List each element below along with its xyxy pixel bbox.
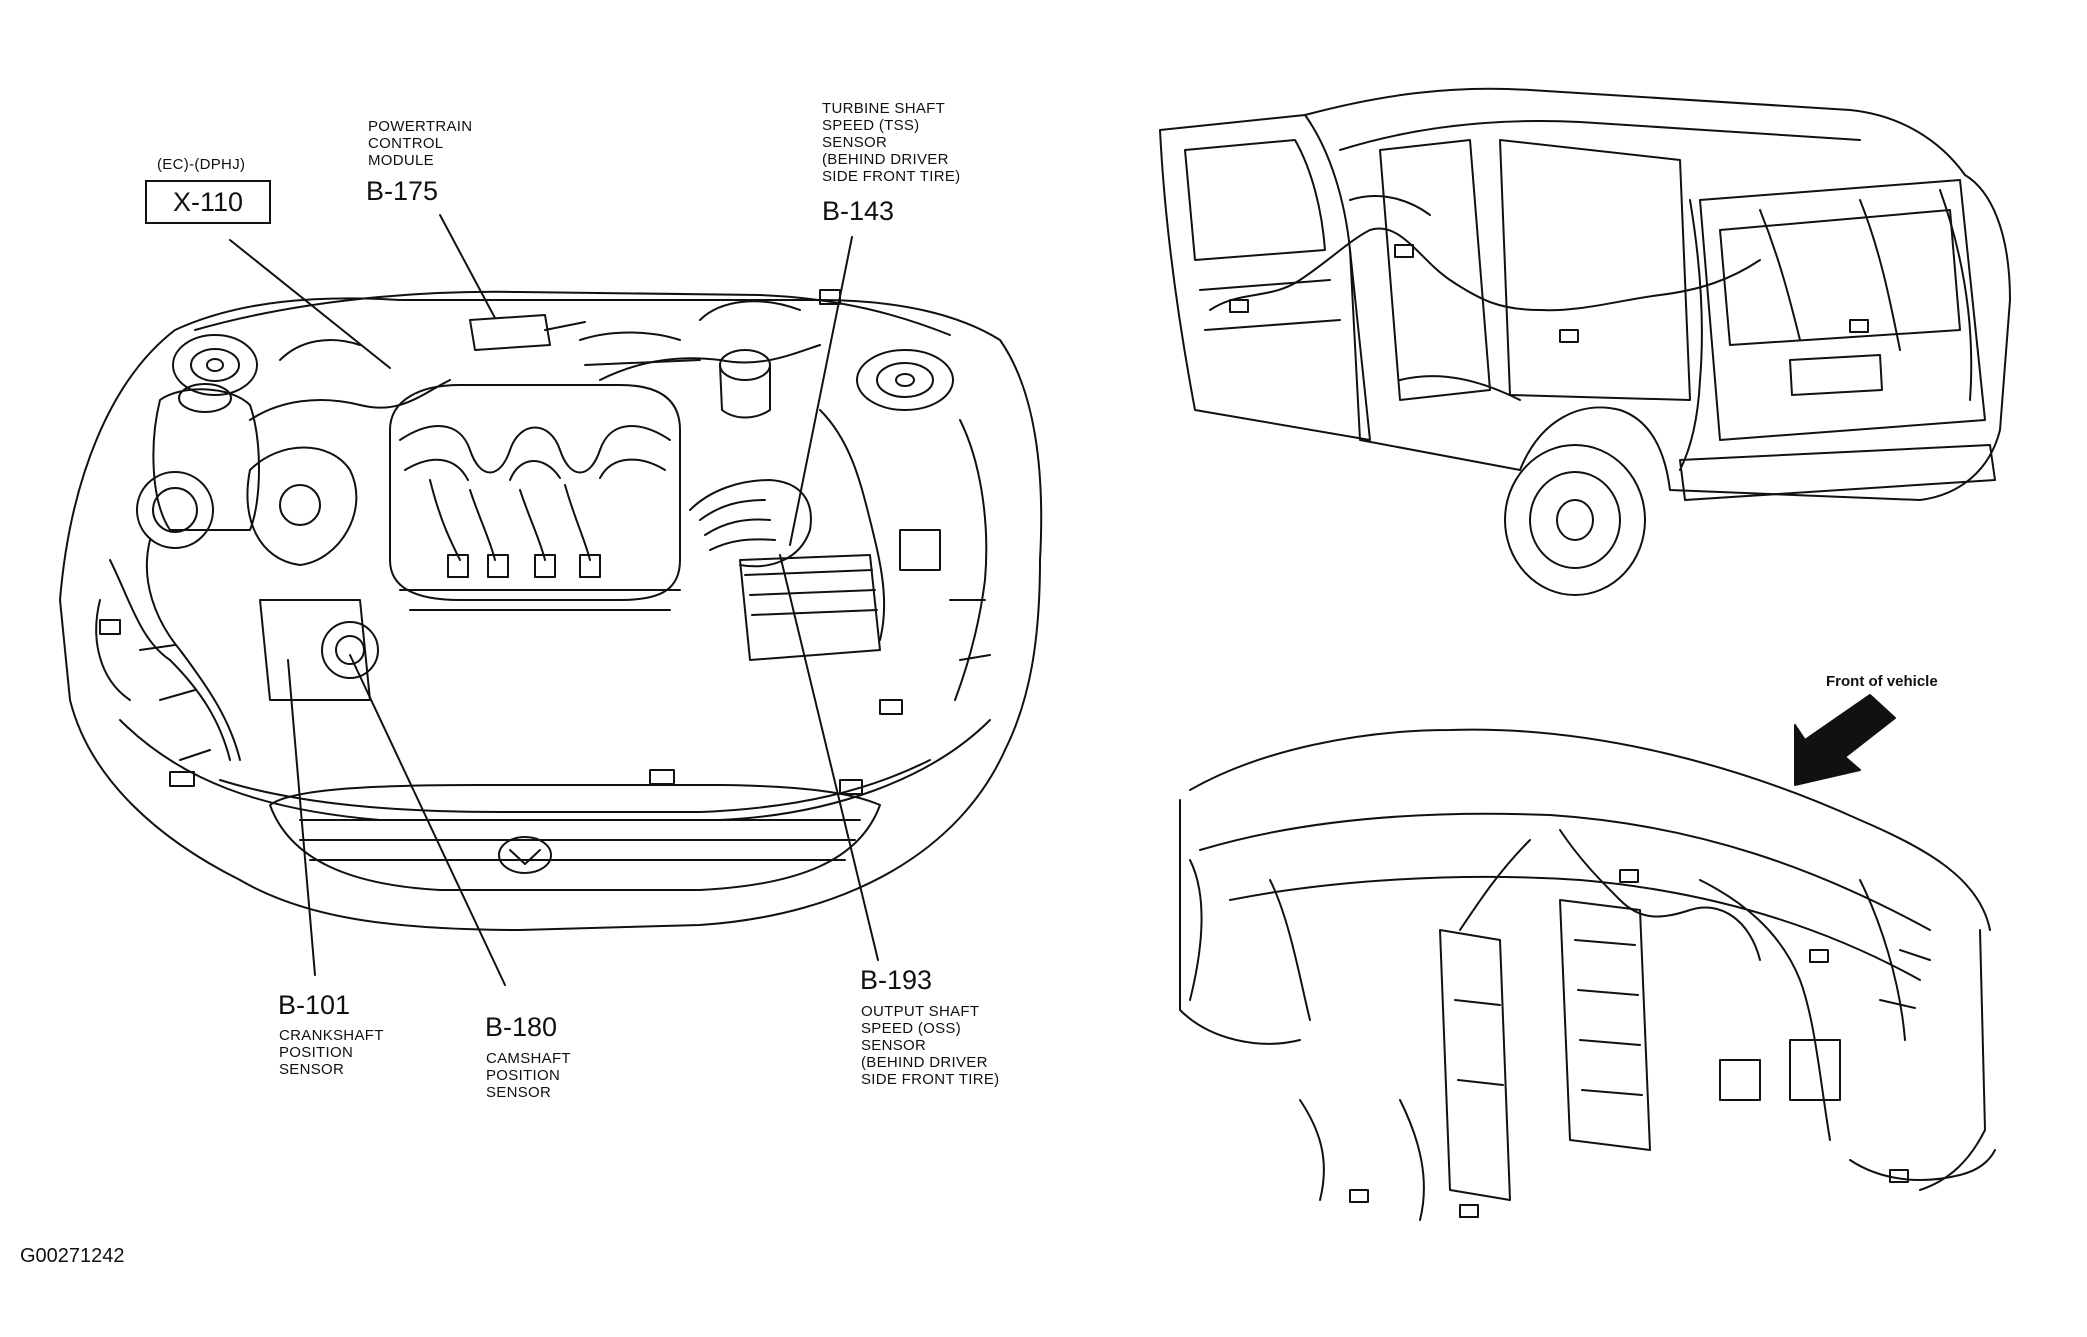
b193-description: OUTPUT SHAFT SPEED (OSS) SENSOR (BEHIND … bbox=[861, 1003, 1000, 1088]
x110-prefix-label: (EC)-(DPHJ) bbox=[157, 156, 246, 173]
dashboard-harness-illustration bbox=[1179, 728, 1996, 1221]
front-of-vehicle-arrow bbox=[1794, 694, 1896, 786]
engine-bay-illustration bbox=[59, 289, 1043, 931]
b143-description: TURBINE SHAFT SPEED (TSS) SENSOR (BEHIND… bbox=[822, 100, 961, 185]
figure-id: G00271242 bbox=[20, 1245, 125, 1267]
x110-connector-label: X-110 bbox=[145, 180, 272, 224]
b143-connector-label: B-143 bbox=[822, 196, 895, 226]
vehicle-rear-illustration bbox=[1159, 87, 2011, 596]
b180-description: CAMSHAFT POSITION SENSOR bbox=[486, 1050, 571, 1101]
b175-connector-label: B-175 bbox=[366, 176, 439, 206]
b101-description: CRANKSHAFT POSITION SENSOR bbox=[279, 1027, 384, 1078]
leader-lines bbox=[229, 214, 879, 986]
b101-connector-label: B-101 bbox=[278, 990, 351, 1020]
b180-connector-label: B-180 bbox=[485, 1012, 558, 1042]
b193-connector-label: B-193 bbox=[860, 965, 933, 995]
b175-description: POWERTRAIN CONTROL MODULE bbox=[368, 118, 473, 169]
front-of-vehicle-label: Front of vehicle bbox=[1826, 673, 1938, 690]
